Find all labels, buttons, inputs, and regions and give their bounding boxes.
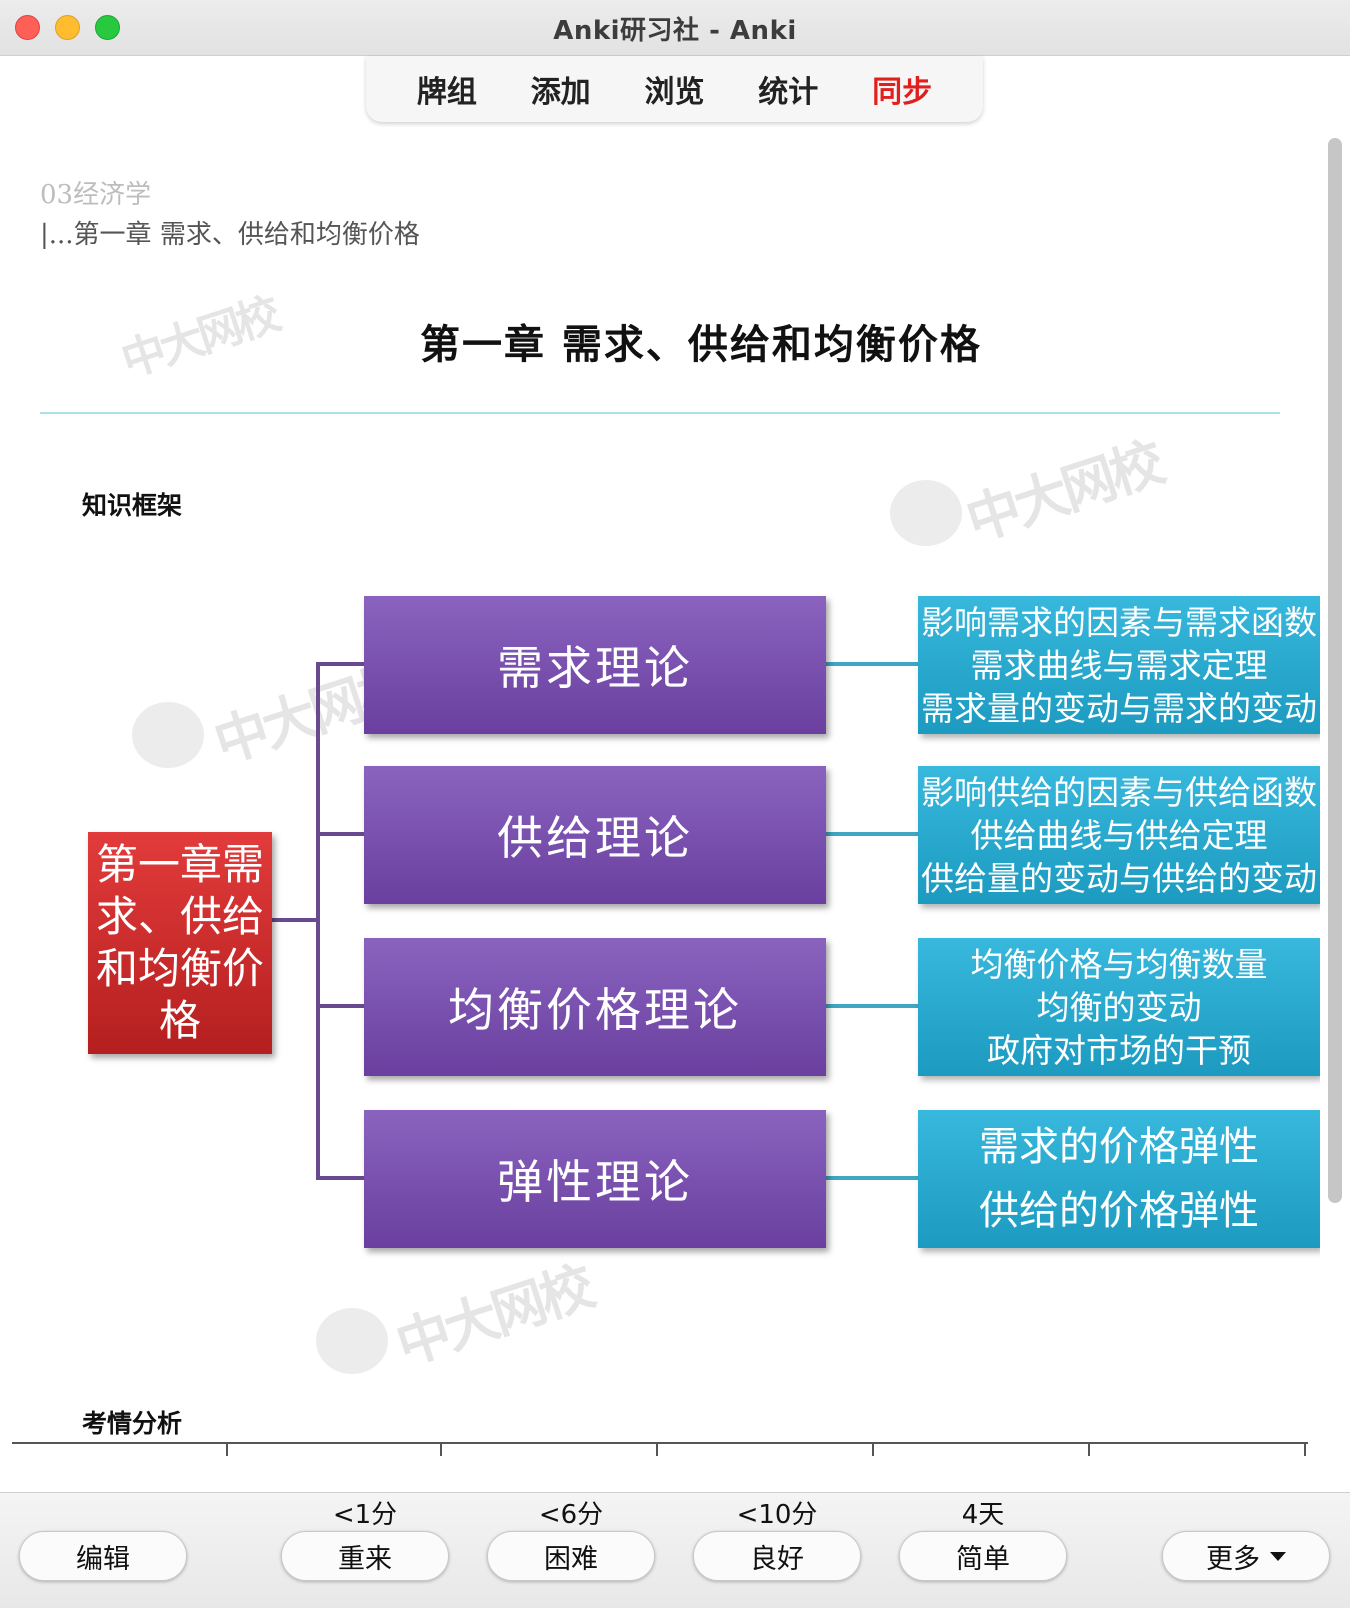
sync-button[interactable]: 同步 — [872, 75, 933, 110]
table-column-divider — [440, 1442, 442, 1456]
deck-path: 03经济学 — [40, 180, 152, 210]
detail-line: 影响供给的因素与供给函数 — [921, 772, 1317, 812]
again-button[interactable]: 重来 — [281, 1531, 449, 1581]
diagram-detail-node: 影响供给的因素与供给函数 供给曲线与供给定理 供给量的变动与供给的变动 — [918, 766, 1320, 904]
watermark-text: 中大网校 — [388, 1254, 599, 1378]
title-divider — [40, 412, 1280, 414]
good-interval: <10分 — [736, 1500, 818, 1530]
diagram-detail-node: 均衡价格与均衡数量 均衡的变动 政府对市场的干预 — [918, 938, 1320, 1076]
diagram-branch-node: 均衡价格理论 — [364, 938, 826, 1076]
chevron-down-icon — [1270, 1551, 1286, 1561]
diagram-detail-node: 影响需求的因素与需求函数 需求曲线与需求定理 需求量的变动与需求的变动 — [918, 596, 1320, 734]
close-window-button[interactable] — [15, 15, 40, 40]
table-column-divider — [872, 1442, 874, 1456]
detail-line: 影响需求的因素与需求函数 — [921, 602, 1317, 642]
table-top-border — [12, 1442, 1308, 1444]
section-exam-label: 考情分析 — [82, 1409, 183, 1438]
diagram-branch-node: 需求理论 — [364, 596, 826, 734]
hard-interval: <6分 — [538, 1500, 604, 1530]
detail-line: 需求的价格弹性 — [979, 1124, 1259, 1170]
watermark-logo-mark — [132, 702, 204, 768]
branch-connector — [316, 1176, 364, 1180]
hard-button[interactable]: 困难 — [487, 1531, 655, 1581]
watermark-logo: 中大网校 — [112, 279, 284, 389]
branch-connector — [316, 832, 364, 836]
card-content: 03经济学 |...第一章 需求、供给和均衡价格 中大网校 中大网校 中大网校 … — [0, 122, 1320, 1492]
more-button[interactable]: 更多 — [1162, 1531, 1330, 1581]
watermark-text: 中大网校 — [115, 289, 284, 388]
edit-button[interactable]: 编辑 — [19, 1531, 187, 1581]
detail-connector — [826, 1176, 918, 1180]
zoom-window-button[interactable] — [95, 15, 120, 40]
detail-line: 需求量的变动与需求的变动 — [921, 688, 1317, 728]
more-button-label: 更多 — [1206, 1543, 1260, 1575]
decks-button[interactable]: 牌组 — [416, 75, 477, 110]
answer-bar — [0, 1492, 1350, 1608]
table-column-divider — [1088, 1442, 1090, 1456]
diagram-branch-node: 供给理论 — [364, 766, 826, 904]
main-toolbar: 牌组 添加 浏览 统计 同步 — [366, 56, 983, 122]
window-title: Anki研习社 - Anki — [553, 16, 797, 46]
table-column-divider — [656, 1442, 658, 1456]
good-button[interactable]: 良好 — [693, 1531, 861, 1581]
easy-button[interactable]: 简单 — [899, 1531, 1067, 1581]
watermark-logo-mark — [316, 1308, 388, 1374]
trunk-connector — [316, 662, 320, 1180]
add-button[interactable]: 添加 — [530, 75, 591, 110]
diagram-branch-node: 弹性理论 — [364, 1110, 826, 1248]
detail-line: 供给曲线与供给定理 — [970, 815, 1268, 855]
watermark-logo-mark — [890, 480, 962, 546]
detail-line: 供给的价格弹性 — [979, 1188, 1259, 1234]
detail-line: 均衡价格与均衡数量 — [970, 944, 1268, 984]
watermark-logo: 中大网校 — [955, 419, 1170, 556]
detail-line: 政府对市场的干预 — [987, 1030, 1251, 1070]
table-column-divider — [226, 1442, 228, 1456]
branch-connector — [316, 662, 364, 666]
minimize-window-button[interactable] — [55, 15, 80, 40]
again-interval: <1分 — [332, 1500, 398, 1530]
watermark-text: 中大网校 — [958, 430, 1169, 554]
subdeck-path: |...第一章 需求、供给和均衡价格 — [40, 220, 420, 250]
detail-connector — [826, 662, 918, 666]
detail-line: 需求曲线与需求定理 — [970, 645, 1268, 685]
chapter-title: 第一章 需求、供给和均衡价格 — [420, 321, 982, 368]
title-bar: Anki研习社 - Anki — [0, 0, 1350, 56]
scrollbar-thumb[interactable] — [1328, 138, 1342, 1203]
detail-line: 供给量的变动与供给的变动 — [921, 858, 1317, 898]
diagram-detail-node: 需求的价格弹性 供给的价格弹性 — [918, 1110, 1320, 1248]
detail-line: 均衡的变动 — [1036, 987, 1202, 1027]
table-column-divider — [1304, 1442, 1306, 1456]
easy-interval: 4天 — [961, 1500, 1005, 1530]
branch-connector — [316, 1004, 364, 1008]
watermark-logo: 中大网校 — [385, 1243, 600, 1380]
diagram-root-node: 第一章需求、供给和均衡价格 — [88, 832, 272, 1054]
stats-button[interactable]: 统计 — [758, 75, 819, 110]
browse-button[interactable]: 浏览 — [644, 75, 705, 110]
detail-connector — [826, 1004, 918, 1008]
section-framework-label: 知识框架 — [82, 491, 183, 520]
root-connector — [272, 918, 318, 922]
detail-connector — [826, 832, 918, 836]
